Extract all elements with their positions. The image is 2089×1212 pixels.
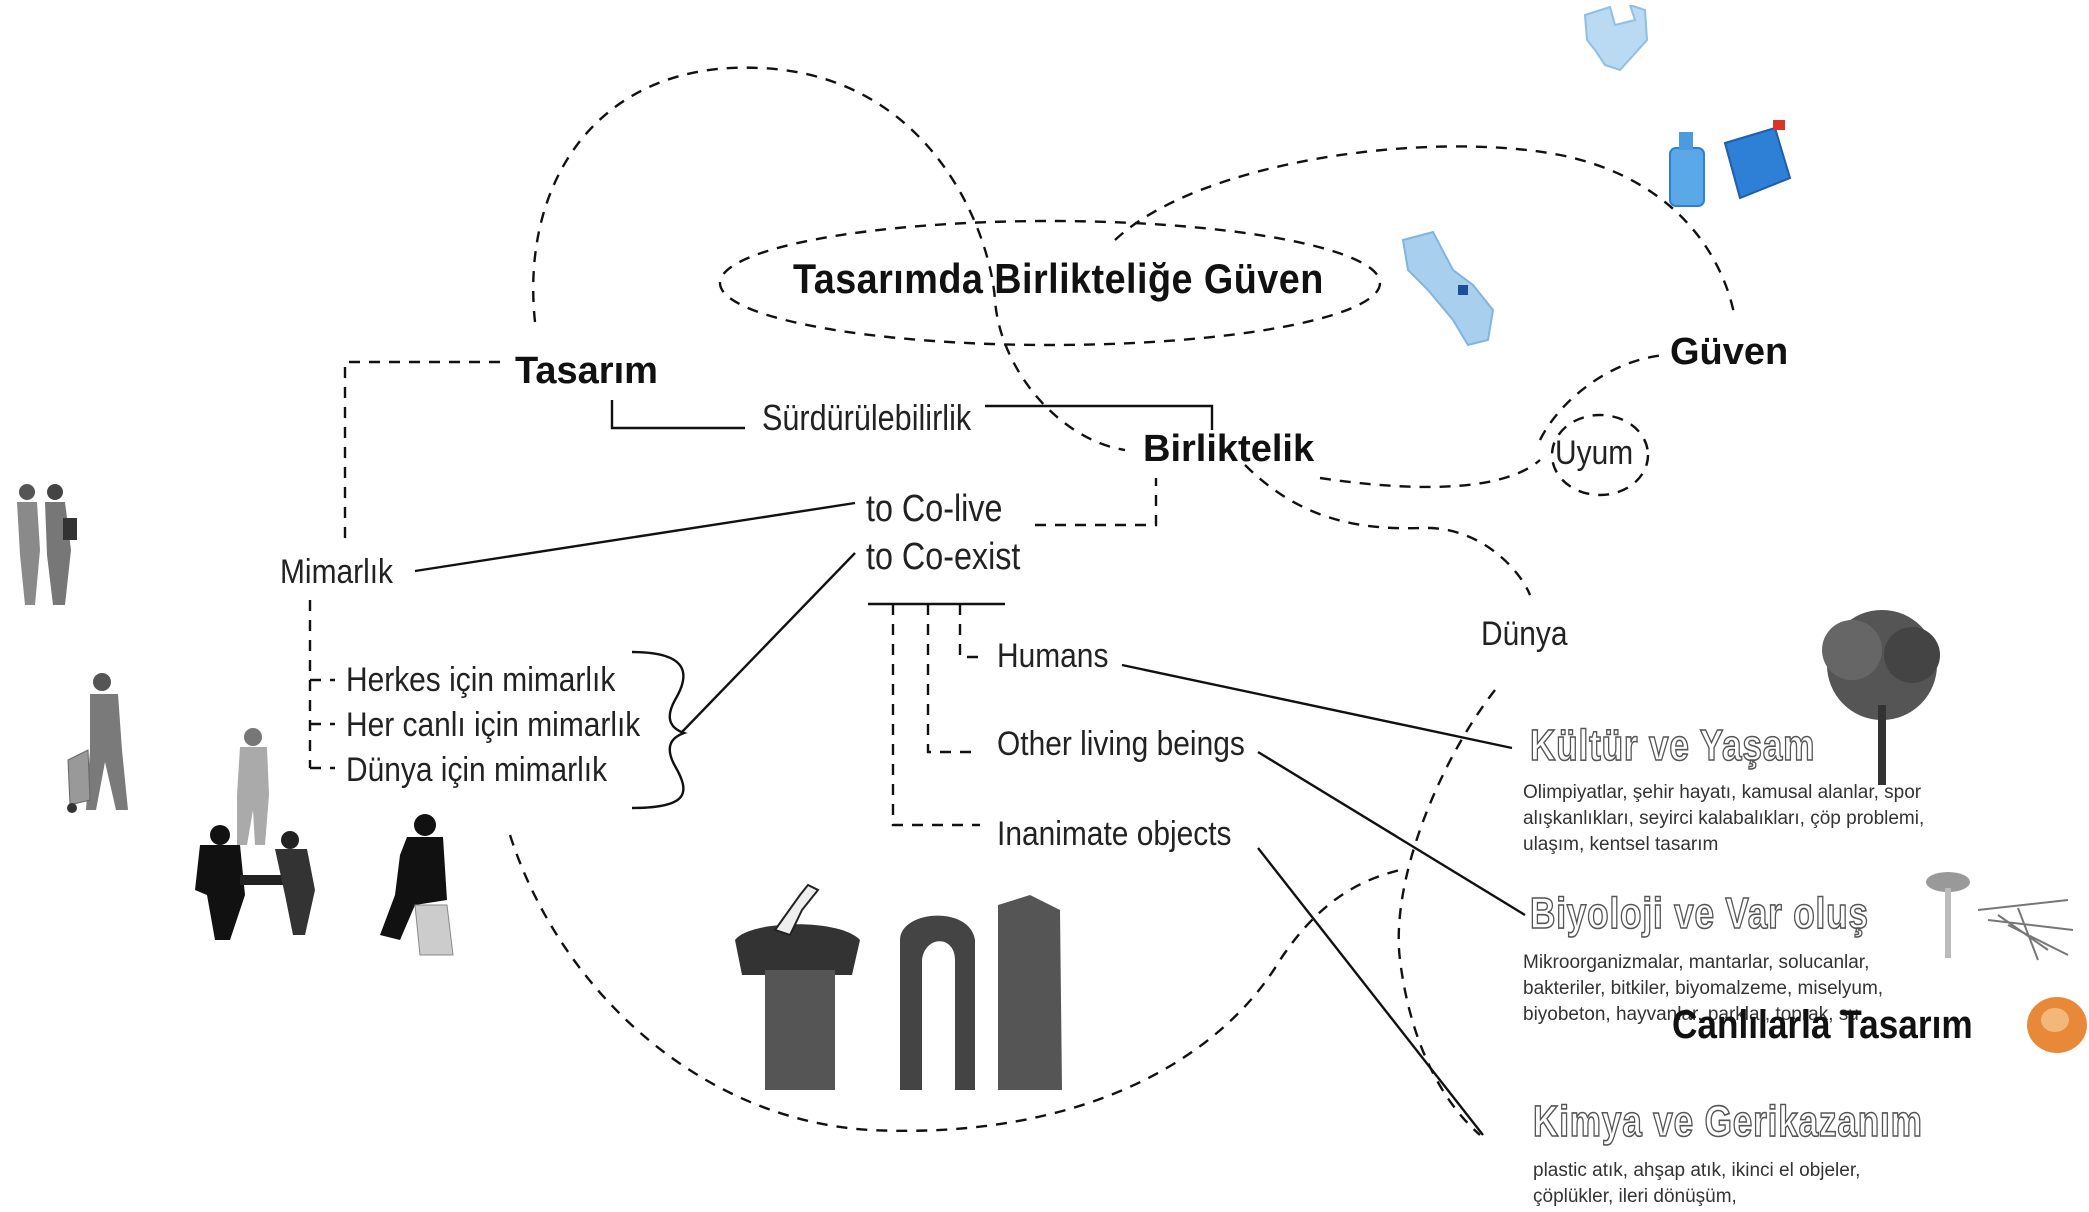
node-inanimate: Inanimate objects [997,815,1232,853]
section-kultur-text: Olimpiyatlar, şehir hayatı, kamusal alan… [1523,782,1925,855]
loop-tasarim-birliktelik [532,66,1126,452]
link-brace-coexist [681,552,856,733]
link-other-biyoloji [1257,750,1526,917]
node-humans: Humans [997,637,1109,675]
curve-dunya-down [1397,689,1496,1136]
node-dunya-icin: Dünya için mimarlık [346,751,608,789]
node-uyum: Uyum [1555,434,1634,472]
link-inanimate-kimya [1257,847,1484,1136]
curve-uyum-guven [1538,353,1666,441]
node-co-live: to Co-live [866,488,1003,530]
link-tasarim-surdurulebilirlik [610,400,745,430]
node-her-canli: Her canlı için mimarlık [346,706,641,744]
tree-icon [1822,610,1940,785]
mushroom-roots-icon [1926,872,2074,961]
diagram-title: Tasarımda Birlikteliğe Güven [793,255,1324,302]
curve-birliktelik-uyum [1319,459,1541,489]
node-canlilarla-tasarim: Canlılarla Tasarım [1672,1003,1973,1047]
curve-birliktelik-dunya [1244,464,1532,596]
loop-bottom [508,834,1401,1132]
node-co-exist: to Co-exist [866,536,1021,578]
node-other-living: Other living beings [997,725,1245,763]
uyum-ellipse [1550,413,1650,497]
walking-couple-icon [17,484,77,605]
curly-brace [631,650,688,810]
tree-coexist [891,604,980,827]
node-herkes: Herkes için mimarlık [346,661,616,699]
node-guven: Güven [1670,331,1789,373]
section-biyoloji-title: Biyoloji ve Var oluş [1529,889,1869,938]
bracket-tasarim-mimarlik [343,360,500,545]
crushed-bottle-icon [1401,230,1495,347]
ruins-with-stork-icon [735,883,1062,1090]
node-mimarlik: Mimarlık [280,553,394,591]
plastic-bag-icon [1583,5,1649,72]
section-kultur-title: Kültür ve Yaşam [1529,721,1816,770]
node-birliktelik: Birliktelik [1143,428,1315,470]
section-biyoloji-text: Mikroorganizmalar, mantarlar, solucanlar… [1523,952,1884,1025]
link-surdurulebilirlik-birliktelik [985,404,1214,430]
section-kimya-title: Kimya ve Gerikazanım [1532,1097,1923,1146]
man-with-cart-icon [67,673,128,813]
seated-people-icon [195,728,454,956]
section-kimya-text: plastic atık, ahşap atık, ikinci el obje… [1533,1160,1861,1207]
title-ellipse [718,219,1382,347]
node-tasarim: Tasarım [515,350,658,392]
node-surdurulebilirlik: Sürdürülebilirlik [762,397,972,438]
orange-sponge-icon [2027,997,2087,1053]
node-dunya: Dünya [1481,615,1568,653]
link-colive-birliktelik [1035,478,1158,527]
link-humans-kultur [1121,663,1513,750]
tree-mimarlik [308,600,335,770]
plastic-bottles-icon [1669,120,1792,207]
link-mimarlik-colive [414,501,856,573]
